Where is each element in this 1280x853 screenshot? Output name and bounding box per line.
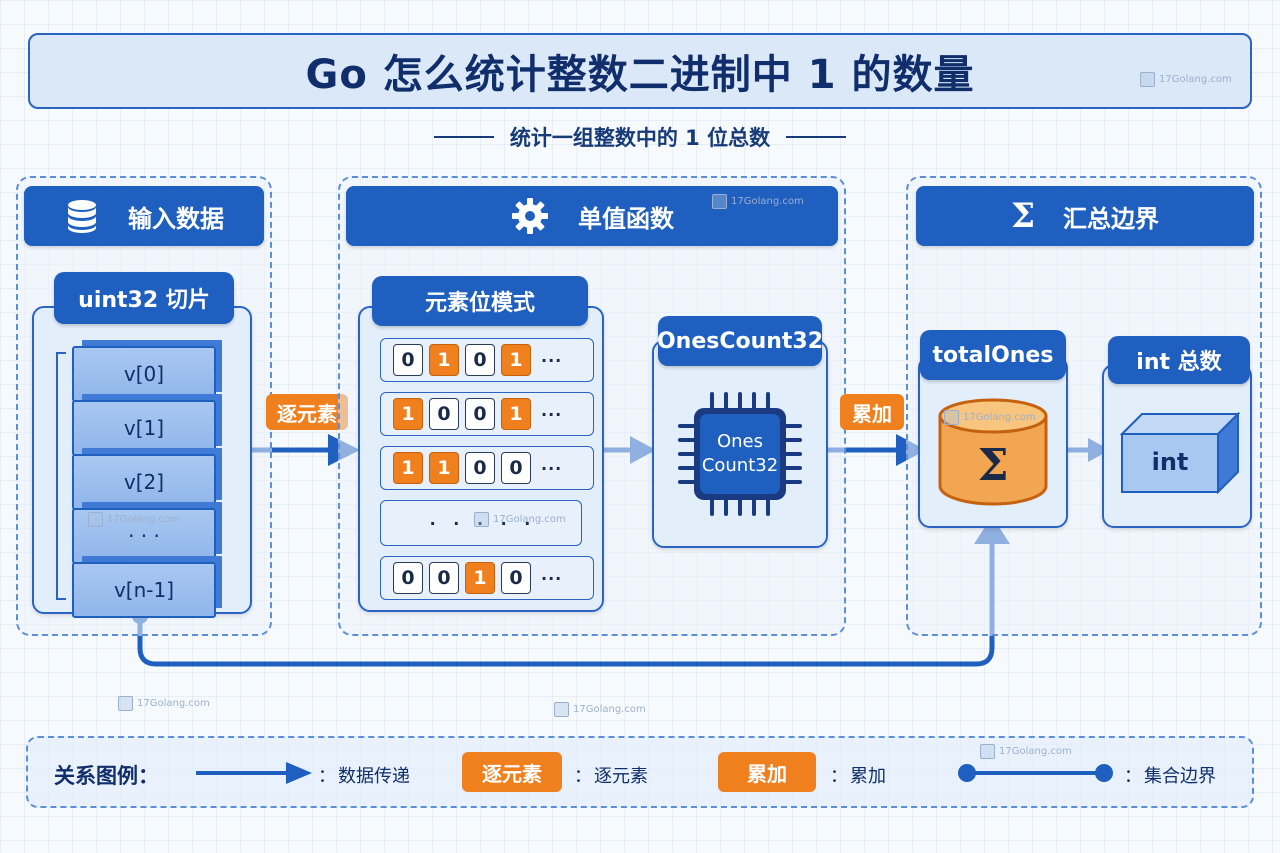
slice-bracket: [56, 352, 66, 600]
legend-title: 关系图例：: [54, 764, 159, 788]
ellipsis: ···: [541, 404, 563, 424]
chip-label: Ones Count32: [694, 430, 786, 478]
bit: 0: [501, 452, 531, 484]
accumulator-cylinder: [936, 396, 1050, 508]
legend-accumulate-tag: 累加: [718, 752, 816, 792]
page-title: Go 怎么统计整数二进制中 1 的数量: [28, 33, 1252, 109]
watermark: 17Golang.com: [554, 702, 646, 717]
watermark-logo-icon: [944, 410, 959, 425]
bit: 0: [393, 562, 423, 594]
watermark-logo-icon: [554, 702, 569, 717]
bit-row: 0 0 1 0 ···: [380, 556, 594, 600]
chip-label-line1: Ones: [716, 431, 764, 452]
bit: 0: [429, 562, 459, 594]
slice-item: v[1]: [72, 400, 216, 456]
onescount-tab: OnesCount32: [657, 316, 823, 366]
subtitle: 统计一组整数中的 1 位总数: [390, 122, 890, 152]
bit-row: 1 0 0 1 ···: [380, 392, 594, 436]
slice-item: v[0]: [72, 346, 216, 402]
legend-item-elementwise: 逐元素: [594, 766, 648, 787]
legend-boundary-icon: [958, 764, 1113, 782]
slice-items: v[0] v[1] v[2] · · · v[n-1]: [72, 346, 216, 618]
bit: 1: [501, 344, 531, 376]
watermark: 17Golang.com: [712, 194, 804, 209]
bit: 1: [501, 398, 531, 430]
legend-item-boundary: 集合边界: [1144, 766, 1216, 787]
aggregate-header-label: 汇总边界: [1063, 204, 1160, 233]
input-header: 输入数据: [24, 186, 264, 246]
bit-pattern-tab: 元素位模式: [372, 276, 588, 326]
bit-row: 1 1 0 0 ···: [380, 446, 594, 490]
bit-row: 0 1 0 1 ···: [380, 338, 594, 382]
uint32-slice-tab: uint32 切片: [54, 272, 234, 324]
watermark-logo-icon: [118, 696, 133, 711]
ellipsis: ···: [541, 568, 563, 588]
bit: 0: [429, 398, 459, 430]
function-header: 单值函数: [346, 186, 838, 246]
bit: 0: [465, 344, 495, 376]
legend-arrow-icon: [196, 762, 312, 784]
watermark-logo-icon: [980, 744, 995, 759]
chip-label-line2: Count32: [701, 455, 779, 476]
legend-item-data-flow: 数据传递: [338, 766, 410, 787]
aggregate-header: Σ 汇总边界: [916, 186, 1254, 246]
ellipsis: · · · · ·: [429, 513, 537, 533]
accumulate-tag: 累加: [840, 394, 904, 430]
total-ones-tab: totalOnes: [920, 330, 1066, 380]
legend-colon: ：: [830, 766, 848, 787]
bit: 0: [501, 562, 531, 594]
watermark: 17Golang.com: [1140, 72, 1232, 87]
legend-colon: ：: [1124, 766, 1142, 787]
sigma-icon: Σ: [1010, 196, 1036, 236]
bit: 0: [465, 398, 495, 430]
watermark-logo-icon: [474, 512, 489, 527]
slice-item: v[2]: [72, 454, 216, 510]
watermark: 17Golang.com: [944, 410, 1036, 425]
legend-colon: ：: [318, 766, 336, 787]
bit-rows: 0 1 0 1 ··· 1 0 0 1 ··· 1 1 0 0 ··· · · …: [380, 338, 594, 600]
watermark: 17Golang.com: [88, 512, 180, 527]
bit: 1: [429, 452, 459, 484]
ellipsis: ···: [541, 458, 563, 478]
slice-item: v[n-1]: [72, 562, 216, 618]
bit: 1: [393, 452, 423, 484]
int-cube: [1119, 411, 1241, 495]
int-total-tab: int 总数: [1108, 336, 1250, 384]
watermark: 17Golang.com: [980, 744, 1072, 759]
legend-colon: ：: [574, 766, 592, 787]
bit: 0: [465, 452, 495, 484]
gear-icon: [510, 196, 550, 236]
function-header-label: 单值函数: [578, 204, 674, 233]
bit: 0: [393, 344, 423, 376]
elementwise-tag: 逐元素: [266, 394, 348, 430]
watermark-logo-icon: [88, 512, 103, 527]
bit: 1: [393, 398, 423, 430]
watermark-logo-icon: [712, 194, 727, 209]
bit: 1: [465, 562, 495, 594]
chip-icon: [674, 388, 806, 520]
legend-item-accumulate: 累加: [850, 766, 886, 787]
database-icon: [64, 198, 100, 234]
watermark-logo-icon: [1140, 72, 1155, 87]
legend-elementwise-tag: 逐元素: [462, 752, 562, 792]
sigma-icon: Σ: [977, 440, 1009, 491]
ellipsis: ···: [541, 350, 563, 370]
watermark: 17Golang.com: [474, 512, 566, 527]
int-label: int: [1151, 448, 1189, 476]
bit-row-ellipsis: · · · · ·: [380, 500, 582, 546]
bit: 1: [429, 344, 459, 376]
watermark: 17Golang.com: [118, 696, 210, 711]
input-header-label: 输入数据: [128, 204, 224, 233]
